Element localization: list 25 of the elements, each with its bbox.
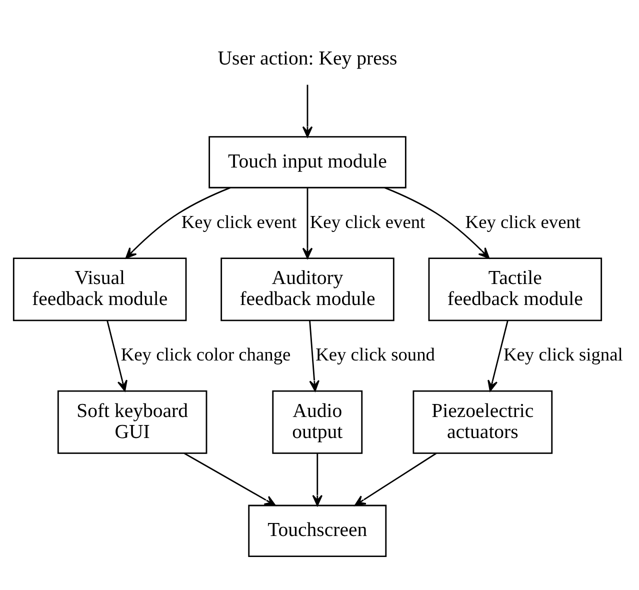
arrow: [302, 188, 313, 259]
node-box: Soft keyboard GUI: [57, 390, 208, 454]
arrow: [106, 320, 128, 392]
node-box: Touchscreen: [248, 504, 387, 558]
edge-label: Key click signal: [504, 344, 623, 365]
edge-label: Key click sound: [316, 344, 435, 365]
node-box: Tactile feedback module: [428, 258, 602, 322]
arrow: [309, 320, 320, 392]
edge-label: Key click color change: [120, 344, 291, 365]
arrow: [354, 452, 437, 506]
arrow: [384, 187, 490, 259]
arrow: [302, 84, 313, 138]
edge-label: Key click event: [310, 212, 426, 232]
edge-label: Key click event: [465, 212, 581, 232]
node-box: Piezoelectric actuators: [412, 390, 553, 454]
node-box: Touch input module: [208, 136, 406, 188]
arrow: [125, 187, 231, 259]
node-box: Visual feedback module: [12, 258, 187, 322]
arrow: [312, 454, 323, 506]
edge-label: Key click event: [181, 212, 297, 232]
arrow: [488, 320, 508, 392]
arrow: [184, 452, 276, 506]
node-box: Auditory feedback module: [220, 258, 394, 322]
node-text: User action: Key press: [218, 47, 398, 70]
node-box: Audio output: [272, 390, 363, 454]
